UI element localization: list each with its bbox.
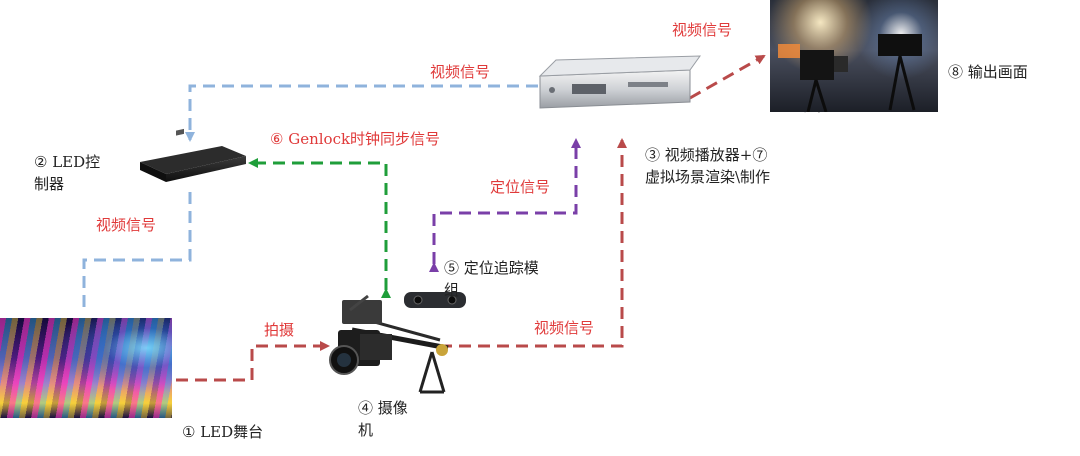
tracking-module-device <box>404 292 466 308</box>
video-arrow-to-output <box>689 54 766 100</box>
led-stage-label: ① LED舞台 <box>182 423 264 441</box>
camera-crane-device <box>329 294 449 394</box>
tracking-module-label-line1: ⑤ 定位追踪模 <box>444 259 539 277</box>
studio-overlay <box>778 34 922 112</box>
video-arrow-to-controller <box>185 84 538 142</box>
positioning-arrow <box>429 138 581 272</box>
video-player-label-line2: 虚拟场景渲染\制作 <box>645 168 771 186</box>
shooting-label: 拍摄 <box>264 321 295 339</box>
genlock-arrow <box>248 158 391 298</box>
shooting-arrow <box>176 341 330 382</box>
genlock-signal-label: ⑥ Genlock时钟同步信号 <box>270 130 441 148</box>
video-signal-to-output-label: 视频信号 <box>672 21 733 39</box>
video-player-device <box>538 55 701 109</box>
video-signal-to-controller-label: 视频信号 <box>430 63 491 81</box>
tracking-module-label-line2: 组 <box>444 281 460 299</box>
camera-label-line1: ④ 摄像 <box>358 399 408 417</box>
led-controller-device <box>140 128 246 182</box>
positioning-signal-label: 定位信号 <box>490 178 551 196</box>
controller-video-signal-label: 视频信号 <box>96 216 157 234</box>
led-controller-label-line1: ② LED控 <box>34 153 101 171</box>
camera-video-signal-label: 视频信号 <box>534 319 595 337</box>
camera-label-line2: 机 <box>358 421 374 439</box>
led-controller-label-line2: 制器 <box>34 175 65 193</box>
video-line-controller-to-stage <box>82 192 192 314</box>
output-label: ⑧ 输出画面 <box>948 63 1028 81</box>
video-player-label-line1: ③ 视频播放器+⑦ <box>645 146 768 164</box>
led-stage-image <box>0 318 172 418</box>
camera-video-arrow <box>440 138 627 348</box>
